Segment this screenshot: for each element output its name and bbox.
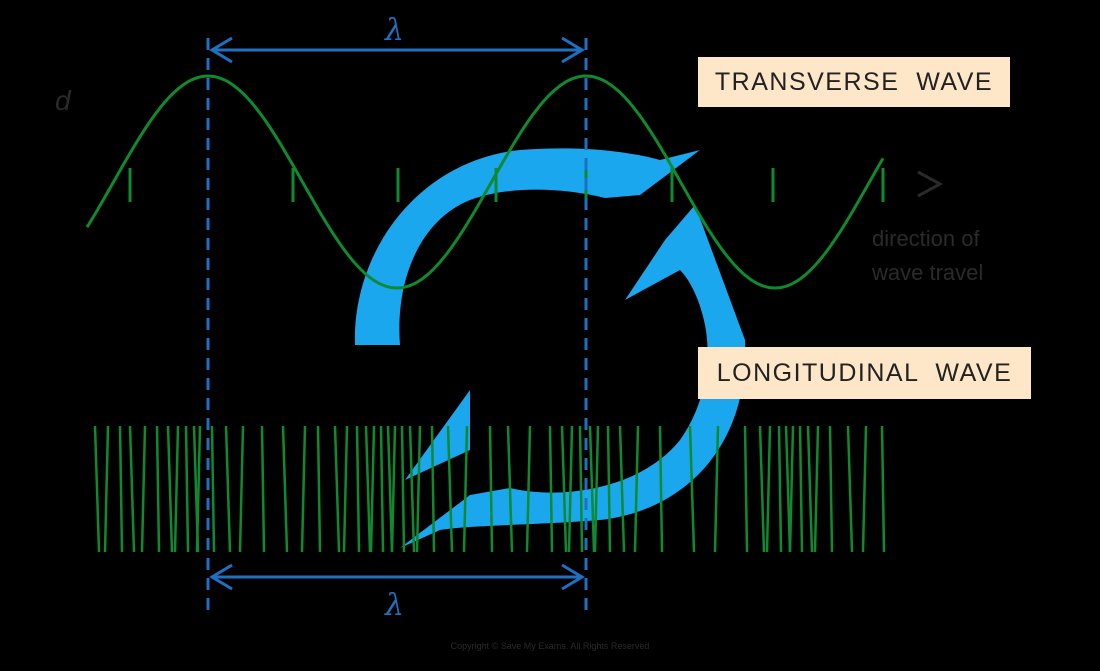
longitudinal-wave-line: [567, 425, 574, 553]
wavelength-symbol-bottom: λ: [384, 588, 404, 623]
longitudinal-wave-line: [506, 425, 514, 553]
longitudinal-wave-line: [593, 425, 600, 553]
longitudinal-wave-line: [390, 425, 397, 553]
longitudinal-wave-line: [140, 425, 147, 553]
arrow-left-icon: [209, 563, 233, 591]
transverse-wave: [85, 74, 885, 290]
longitudinal-wave-line: [861, 425, 868, 553]
longitudinal-wave-line: [118, 425, 124, 553]
longitudinal-wave-line: [806, 425, 814, 553]
longitudinal-wave-label: LONGITUDINAL WAVE: [698, 347, 1031, 399]
arrow-right-icon: [561, 36, 585, 64]
longitudinal-wave-line: [688, 425, 696, 553]
longitudinal-wave-line: [713, 425, 720, 553]
cycle-arrow-upper: [354, 148, 700, 345]
arrow-left-icon: [209, 36, 233, 64]
longitudinal-wave-line: [195, 425, 202, 553]
longitudinal-wave: [93, 425, 886, 553]
longitudinal-wave-line: [210, 425, 216, 553]
longitudinal-wave-line: [758, 425, 766, 553]
longitudinal-wave-line: [743, 425, 749, 553]
transverse-wave-label: TRANSVERSE WAVE: [698, 57, 1010, 107]
longitudinal-wave-line: [364, 425, 372, 553]
longitudinal-wave-line: [828, 425, 834, 553]
cycle-arrow-tip-left: [405, 390, 470, 480]
longitudinal-wave-line: [606, 425, 612, 553]
longitudinal-wave-line: [548, 425, 554, 553]
longitudinal-wave-line: [316, 425, 322, 553]
longitudinal-wave-line: [658, 425, 664, 553]
longitudinal-wave-line: [462, 425, 469, 553]
longitudinal-wave-line: [300, 425, 307, 553]
longitudinal-wave-line: [408, 425, 416, 553]
longitudinal-wave-line: [173, 425, 180, 553]
longitudinal-wave-line: [633, 425, 640, 553]
longitudinal-wave-line: [260, 425, 266, 553]
longitudinal-wave-line: [166, 425, 174, 553]
longitudinal-wave-line: [430, 425, 436, 553]
longitudinal-wave-line: [525, 425, 532, 553]
longitudinal-wave-line: [846, 425, 854, 553]
wavelength-markers: [206, 38, 588, 618]
longitudinal-wave-line: [488, 425, 494, 553]
longitudinal-wave-line: [880, 425, 886, 553]
longitudinal-wave-line: [415, 425, 422, 553]
longitudinal-wave-line: [588, 425, 596, 553]
longitudinal-wave-line: [184, 425, 190, 553]
longitudinal-wave-line: [281, 425, 289, 553]
cycle-arrow-lower: [400, 205, 746, 548]
longitudinal-wave-line: [379, 425, 385, 553]
longitudinal-wave-line: [93, 425, 101, 553]
longitudinal-wave-line: [618, 425, 626, 553]
longitudinal-wave-line: [238, 425, 245, 553]
longitudinal-wave-line: [369, 425, 376, 553]
longitudinal-wave-line: [813, 425, 820, 553]
longitudinal-wave-line: [777, 425, 783, 553]
longitudinal-wave-line: [155, 425, 161, 553]
direction-arrow-icon: [917, 170, 944, 198]
copyright-notice: Copyright © Save My Exams. All Rights Re…: [450, 641, 650, 651]
longitudinal-wave-line: [333, 425, 341, 553]
longitudinal-wave-line: [128, 425, 136, 553]
longitudinal-wave-line: [342, 425, 349, 553]
longitudinal-wave-line: [355, 425, 361, 553]
longitudinal-wave-line: [224, 425, 232, 553]
longitudinal-wave-line: [765, 425, 772, 553]
longitudinal-wave-line: [798, 425, 804, 553]
arrow-right-icon: [561, 563, 585, 591]
longitudinal-wave-line: [103, 425, 110, 553]
wavelength-arrow-bottom: λ: [209, 563, 585, 623]
wavelength-arrow-top: λ: [209, 13, 585, 64]
displacement-axis-label: d: [55, 85, 72, 116]
longitudinal-wave-line: [788, 425, 795, 553]
direction-label-line2: wave travel: [871, 260, 983, 285]
longitudinal-wave-line: [578, 425, 584, 553]
wavelength-symbol-top: λ: [384, 13, 404, 48]
transverse-wave-curve: [85, 74, 885, 290]
longitudinal-wave-line: [560, 425, 568, 553]
circular-arrows-icon: [354, 148, 746, 548]
longitudinal-wave-line: [400, 425, 406, 553]
direction-label-line1: direction of: [872, 226, 981, 251]
longitudinal-wave-line: [446, 425, 454, 553]
